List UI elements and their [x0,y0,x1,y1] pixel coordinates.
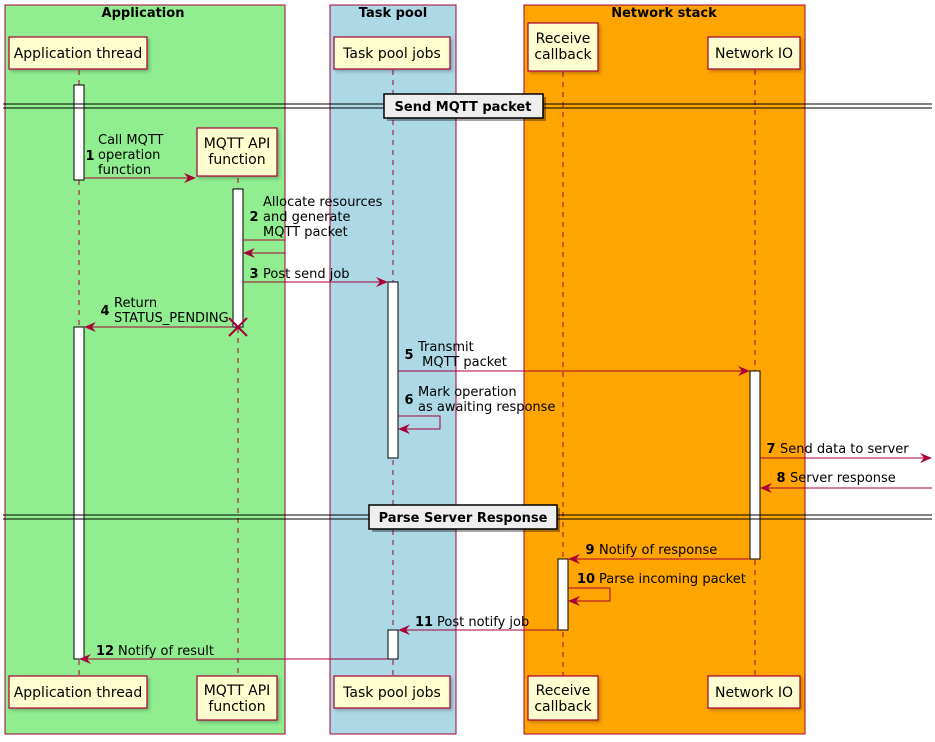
box-network-stack-title: Network stack [611,6,717,21]
message-7-number: 7 [766,442,775,457]
participant-task-pool-jobs-top[interactable]: Task pool jobs [333,36,451,70]
message-4: 4 Return STATUS_PENDING [84,296,248,337]
participant-network-io-bottom-label: Network IO [715,685,793,701]
participant-receive-callback-label-1: Receive [536,31,591,47]
message-9-label: Notify of response [599,543,717,558]
message-1: 1 Call MQTT operation function [84,133,196,183]
message-6-label-line2: as awaiting response [418,400,555,415]
message-8-number: 8 [776,471,785,486]
destroy-x-icon [228,317,248,337]
message-10-number: 10 [577,572,595,587]
participant-task-pool-jobs-bottom[interactable]: Task pool jobs [333,675,451,709]
participant-application-thread-bottom-label: Application thread [14,685,143,701]
message-10: 10 Parse incoming packet [568,572,746,606]
participant-network-io-top[interactable]: Network IO [707,36,801,70]
participant-receive-callback-label-2: callback [534,47,592,63]
message-5: 5 Transmit MQTT packet [398,340,750,376]
message-1-label-line1: Call MQTT [98,133,164,148]
box-network-stack: Network stack [523,4,806,735]
participant-mqtt-api-function[interactable]: MQTT API function [196,127,278,177]
message-12-label: Notify of result [118,644,214,659]
message-5-label-line1: Transmit [417,340,474,355]
message-10-label: Parse incoming packet [599,572,746,587]
box-application-title: Application [102,6,185,21]
message-11: 11 Post notify job [398,615,558,635]
message-4-label-line1: Return [114,296,157,311]
message-3-label: Post send job [263,267,350,282]
participant-receive-callback-bottom[interactable]: Receive callback [527,675,599,721]
message-6-label-line1: Mark operation [418,385,517,400]
participant-receive-callback-top[interactable]: Receive callback [527,22,599,72]
activation-task-pool-1 [387,281,399,459]
participant-mqtt-api-function-bottom[interactable]: MQTT API function [196,675,278,721]
message-1-number: 1 [85,149,94,164]
message-2-label-line3: MQTT packet [263,225,348,240]
activation-app-1 [73,84,85,181]
message-8: 8 Server response [760,471,932,493]
participant-receive-callback-bottom-label-1: Receive [536,683,591,699]
message-11-label: Post notify job [437,615,529,630]
message-9-number: 9 [585,543,594,558]
message-6-number: 6 [404,393,413,408]
message-2: 2 Allocate resources and generate MQTT p… [243,195,383,258]
participant-task-pool-jobs-label: Task pool jobs [342,46,441,62]
activation-app-2 [73,326,85,660]
participant-mqtt-api-bottom-label-1: MQTT API [204,683,271,699]
participant-network-io-bottom[interactable]: Network IO [707,675,801,709]
participant-mqtt-api-bottom-label-2: function [208,699,265,715]
participant-application-thread-bottom[interactable]: Application thread [8,675,148,709]
message-2-number: 2 [249,210,258,225]
activation-network-io [749,370,761,560]
message-2-label-line2: and generate [263,210,350,225]
box-application: Application [4,4,286,735]
message-3: 3 Post send job [243,267,388,287]
message-6: 6 Mark operation as awaiting response [398,385,555,434]
message-2-label-line1: Allocate resources [263,195,383,210]
activation-receive-callback [557,558,569,631]
message-7-label: Send data to server [780,442,909,457]
divider-parse-label: Parse Server Response [379,511,548,526]
activation-mqtt-api [232,188,244,328]
participant-task-pool-jobs-bottom-label: Task pool jobs [342,685,441,701]
message-3-number: 3 [249,267,258,282]
message-11-number: 11 [415,615,433,630]
message-4-label-line2: STATUS_PENDING [114,311,229,326]
divider-send-label: Send MQTT packet [395,100,532,115]
message-8-label: Server response [790,471,896,486]
activation-task-pool-2 [387,629,399,660]
activations [73,84,761,660]
participant-network-io-label: Network IO [715,46,793,62]
message-4-number: 4 [100,304,109,319]
participant-application-thread-top[interactable]: Application thread [8,36,148,70]
message-5-number: 5 [404,348,413,363]
participant-mqtt-api-label-2: function [208,152,265,168]
message-12-number: 12 [96,644,114,659]
message-1-label-line3: function [98,163,151,178]
divider-parse-server-response: Parse Server Response [3,504,932,532]
message-12: 12 Notify of result [79,644,388,664]
divider-send-mqtt-packet: Send MQTT packet [3,93,932,121]
box-task-pool-title: Task pool [359,6,428,21]
message-1-label-line2: operation [98,148,160,163]
message-7: 7 Send data to server [760,442,932,463]
participant-mqtt-api-label-1: MQTT API [204,136,271,152]
message-5-label-line2: MQTT packet [418,355,507,370]
participant-application-thread-label: Application thread [14,46,143,62]
message-9: 9 Notify of response [568,543,750,564]
participant-receive-callback-bottom-label-2: callback [534,699,592,715]
